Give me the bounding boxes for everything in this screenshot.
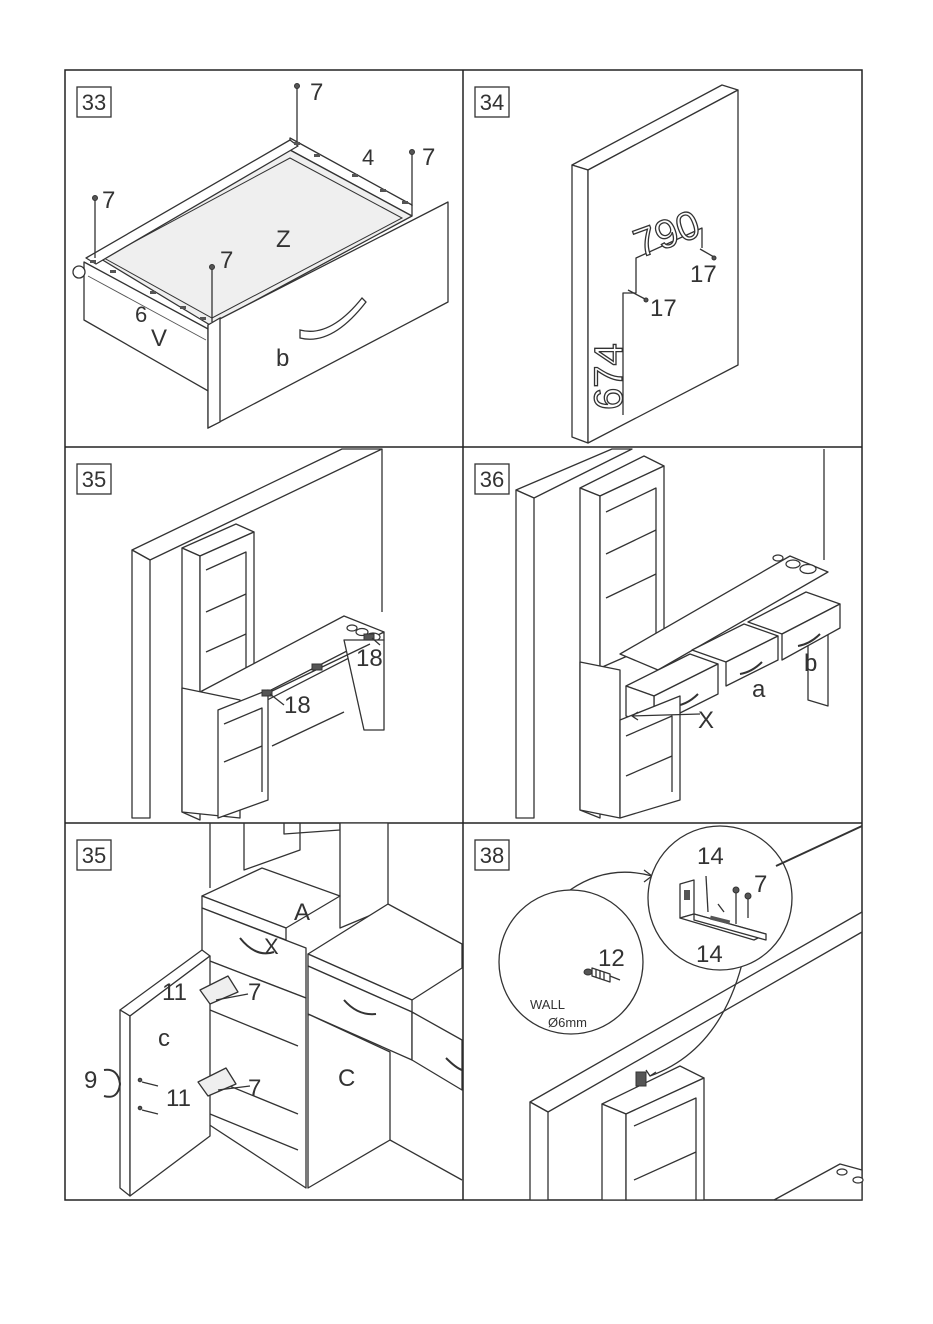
step-35b-number: 35 <box>82 843 106 868</box>
label-screw-7-front: 7 <box>220 247 233 274</box>
label-hinge-11-upper: 11 <box>162 979 187 1006</box>
label-part-b: b <box>276 345 289 372</box>
label-door-c: c <box>158 1025 170 1052</box>
wall-fixing-illustration <box>499 826 863 1200</box>
label-bracket-18-left: 18 <box>284 692 311 719</box>
step-35-desk-panel: 35 <box>77 449 384 820</box>
drawer-runner-wheel <box>73 266 85 278</box>
dimension-offset-17-upper: 17 <box>690 261 717 288</box>
label-screw-7-left: 7 <box>102 187 115 214</box>
label-part-4: 4 <box>362 145 374 170</box>
label-screw-7-38: 7 <box>754 871 767 898</box>
desk-assembly-illustration <box>132 449 384 820</box>
label-part-6: 6 <box>135 302 147 327</box>
label-hinge-11-lower: 11 <box>166 1085 191 1112</box>
label-drawer-a: a <box>752 676 766 703</box>
label-dowel-12: 12 <box>598 945 625 972</box>
label-screw-7-lower: 7 <box>248 1075 261 1102</box>
label-part-z: Z <box>276 226 291 253</box>
door-knob <box>104 1070 120 1097</box>
label-cabinet-c: C <box>338 1065 355 1092</box>
label-screw-7-upper: 7 <box>248 979 261 1006</box>
label-knob-9: 9 <box>84 1067 97 1094</box>
step-35-number: 35 <box>82 467 106 492</box>
dimension-width-674: 674 <box>587 343 631 410</box>
desk-drawers-illustration <box>516 449 840 818</box>
step-34-panel: 34 790 17 17 674 <box>475 85 738 443</box>
step-38-panel: 38 <box>475 826 863 1200</box>
label-drawer-x: X <box>698 707 714 734</box>
step-33-number: 33 <box>82 90 106 115</box>
label-bracket-14-top: 14 <box>697 843 724 870</box>
wall-top-edge <box>132 449 382 560</box>
label-desk-a: A <box>294 899 310 926</box>
step-36-panel: 36 <box>475 449 840 818</box>
label-drill-6mm: Ø6mm <box>548 1015 587 1030</box>
label-handle-x: X <box>264 934 279 959</box>
step-36-number: 36 <box>480 467 504 492</box>
step-38-number: 38 <box>480 843 504 868</box>
side-panel-front-edge <box>572 165 588 443</box>
label-part-v: V <box>151 325 167 352</box>
door-hinge-illustration <box>104 823 462 1196</box>
label-drawer-b: b <box>804 650 817 677</box>
step-34-number: 34 <box>480 90 504 115</box>
step-35-door-panel: 35 <box>77 823 462 1196</box>
label-wall: WALL <box>530 997 565 1012</box>
dimension-offset-17-lower: 17 <box>650 295 677 322</box>
label-screw-7-right: 7 <box>422 144 435 171</box>
label-bracket-18-right: 18 <box>356 645 383 672</box>
step-33-panel: 33 <box>73 79 448 428</box>
label-bracket-14-bottom: 14 <box>696 941 723 968</box>
label-screw-7-top: 7 <box>310 79 323 106</box>
drawer-illustration <box>73 84 448 429</box>
